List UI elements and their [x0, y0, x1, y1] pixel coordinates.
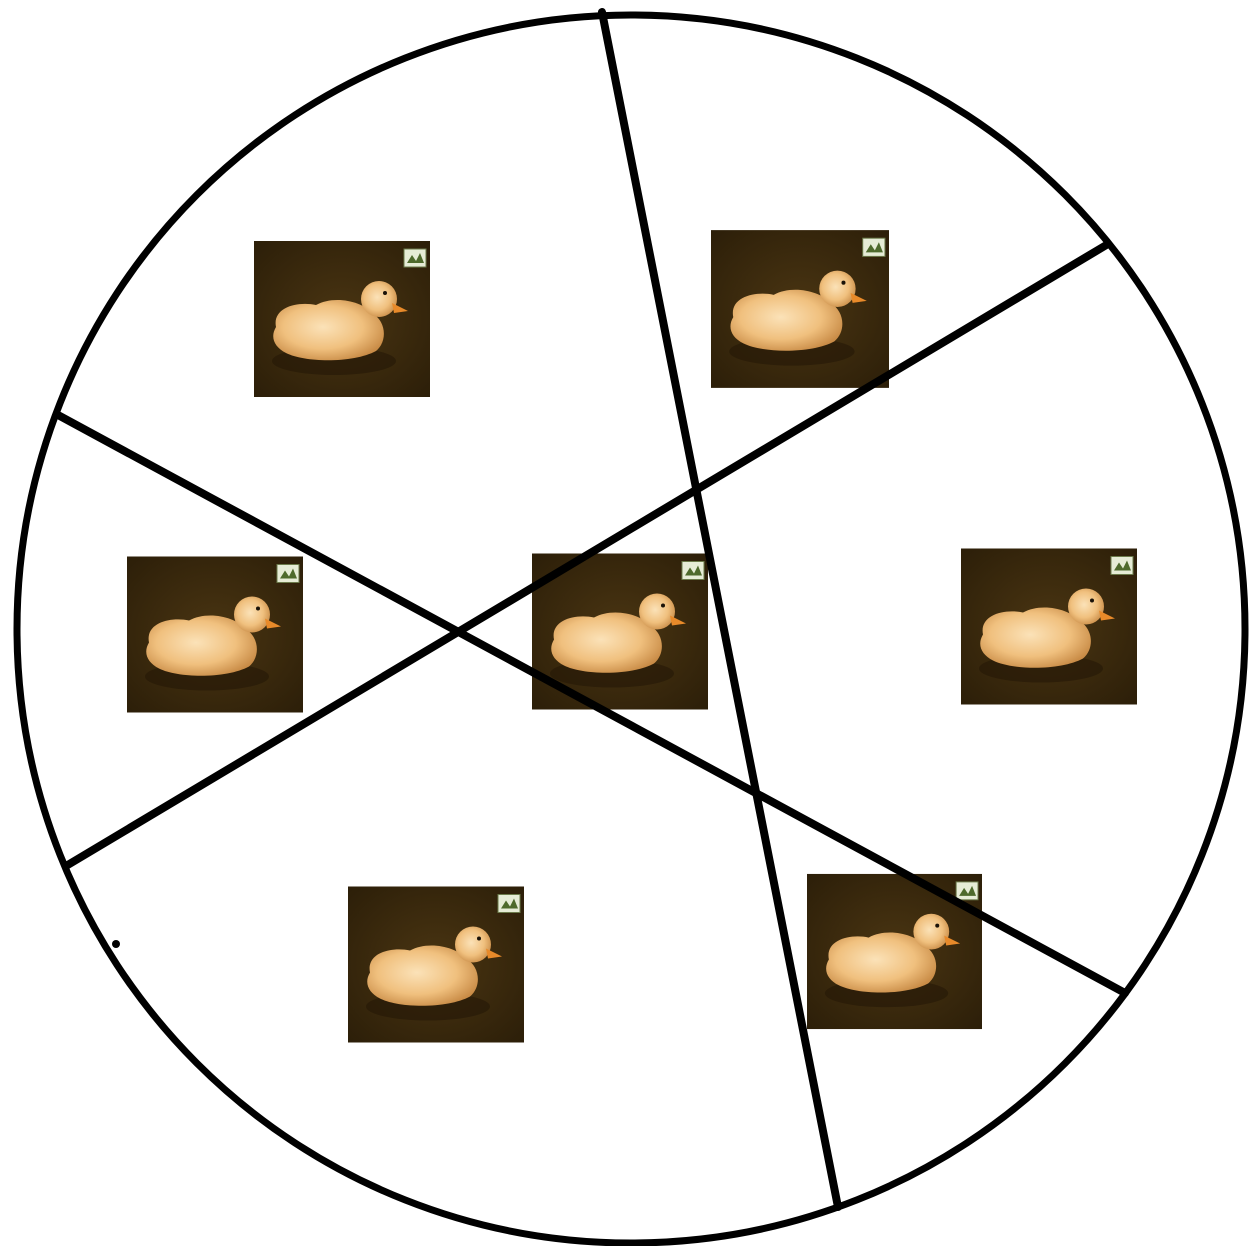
duckling-photo-icon — [348, 887, 524, 1043]
duckling-photo-icon — [961, 549, 1137, 705]
duckling-photo-icon — [127, 557, 303, 713]
duckling-photo-icon — [711, 230, 889, 388]
stray-mark — [112, 940, 120, 948]
duckling-photo-icon — [254, 241, 430, 397]
